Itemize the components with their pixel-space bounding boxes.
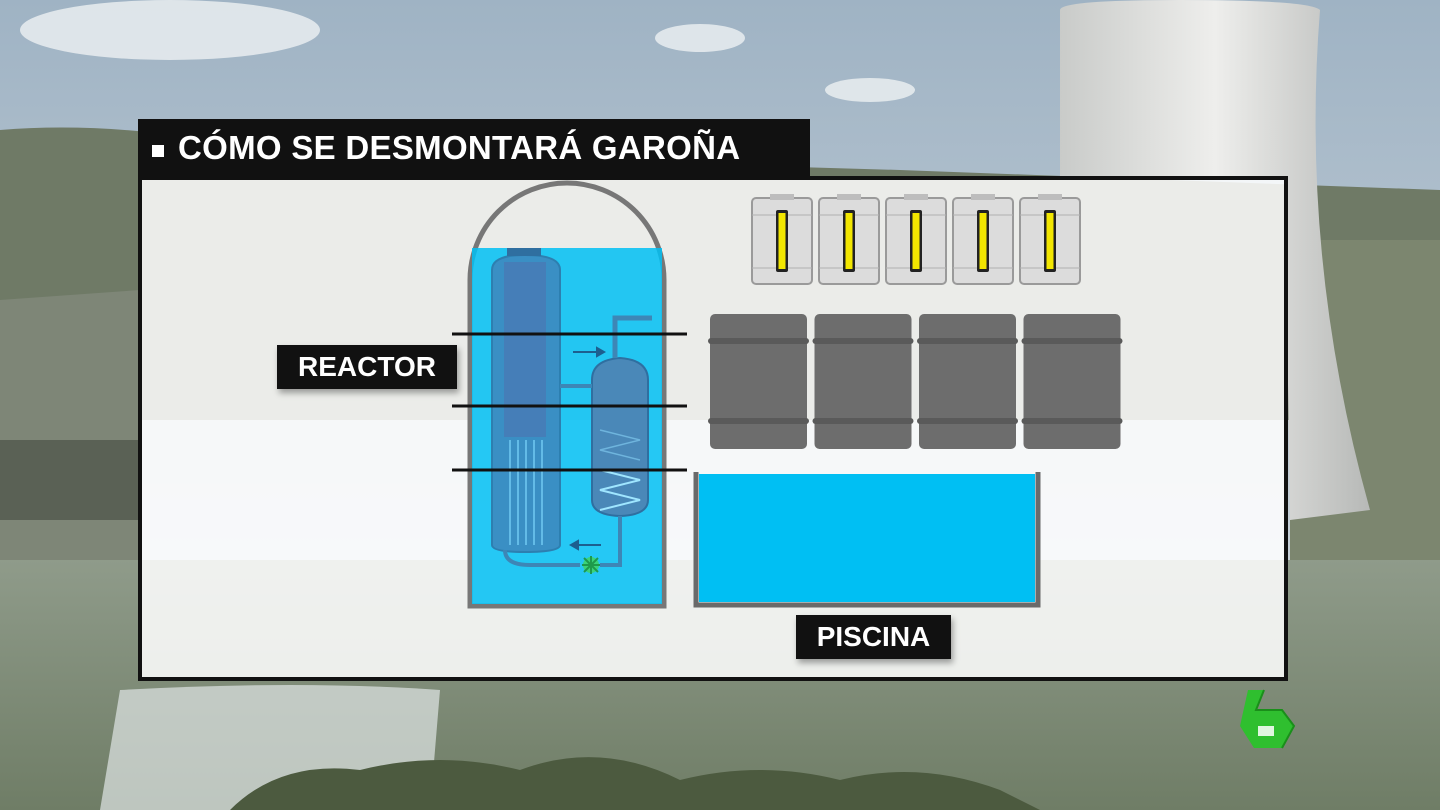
pump-icon xyxy=(582,556,600,574)
waste-drum xyxy=(1021,314,1123,449)
fuel-rod xyxy=(979,213,987,269)
waste-drum xyxy=(812,314,914,449)
fuel-container xyxy=(818,194,880,285)
cut-lines xyxy=(452,332,687,472)
fuel-rod xyxy=(778,213,786,269)
fuel-container xyxy=(751,194,813,285)
title-bullet xyxy=(152,145,164,157)
pool-label: PISCINA xyxy=(796,615,951,659)
arrow-icon xyxy=(568,539,601,551)
waste-drum xyxy=(917,314,1018,449)
fuel-container xyxy=(885,194,947,285)
arrow-icon xyxy=(573,346,607,358)
waste-drums xyxy=(708,314,1123,449)
channel-logo-6 xyxy=(1240,689,1296,749)
fuel-containers xyxy=(751,194,1081,285)
fuel-rod xyxy=(1046,213,1054,269)
fuel-rod xyxy=(912,213,920,269)
fuel-container xyxy=(1019,194,1081,285)
reactor-building xyxy=(452,180,687,609)
waste-drum xyxy=(708,314,809,449)
reactor-label: REACTOR xyxy=(277,345,457,389)
title-bar: CÓMO SE DESMONTARÁ GAROÑA xyxy=(138,119,810,177)
steam-separator xyxy=(591,356,649,518)
fuel-rod xyxy=(845,213,853,269)
fuel-container xyxy=(952,194,1014,285)
spent-fuel-pool xyxy=(693,472,1041,608)
page-title: CÓMO SE DESMONTARÁ GAROÑA xyxy=(178,129,741,166)
